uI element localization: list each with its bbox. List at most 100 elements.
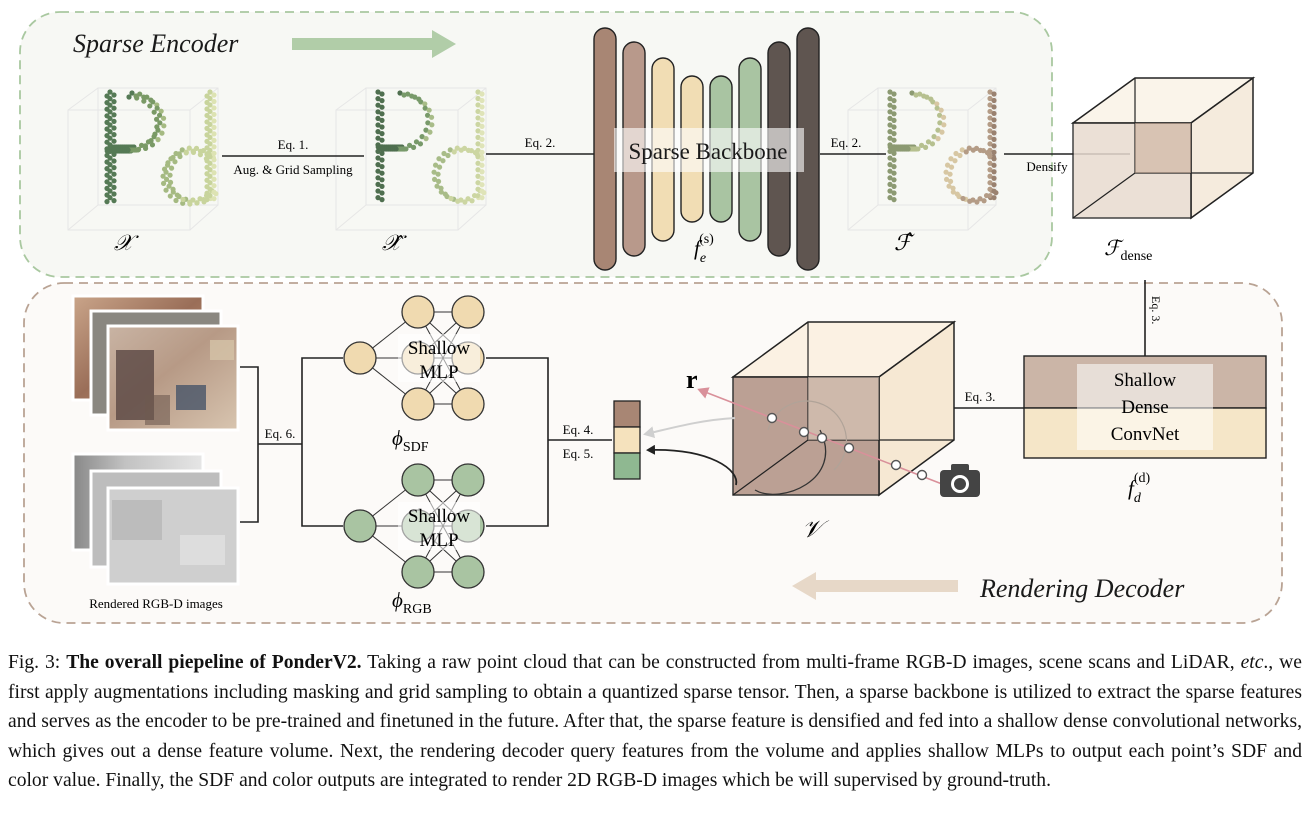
point xyxy=(991,149,997,155)
pipeline-diagram: Sparse Encoder 𝒳 𝒳̂ ℱ̂ Eq. 1. Aug. & Gri… xyxy=(19,11,1283,624)
point-cloud-frames xyxy=(67,87,997,231)
point xyxy=(475,95,481,102)
point xyxy=(211,98,217,105)
point xyxy=(479,162,485,168)
point xyxy=(375,129,381,135)
point xyxy=(991,169,997,175)
point xyxy=(104,199,110,205)
point xyxy=(987,121,993,127)
point xyxy=(475,186,481,192)
point xyxy=(163,187,169,193)
point xyxy=(966,145,972,151)
point xyxy=(161,123,167,129)
point xyxy=(111,191,117,197)
point xyxy=(991,104,997,110)
caption-text-1: Taking a raw point cloud that can be con… xyxy=(367,652,1235,673)
point xyxy=(887,89,893,95)
caption-title: The overall piepeline of PonderV2. xyxy=(66,652,362,673)
point xyxy=(887,129,893,135)
point xyxy=(479,175,485,181)
point xyxy=(479,104,485,110)
point xyxy=(887,168,893,174)
point xyxy=(197,152,203,158)
caption-text-2: ., we first apply augmentations includin… xyxy=(8,652,1302,791)
point xyxy=(161,166,168,172)
point xyxy=(107,144,113,150)
mlp-label-backdrop xyxy=(398,502,480,550)
point xyxy=(991,175,997,181)
point xyxy=(950,185,956,191)
point xyxy=(943,176,950,183)
point xyxy=(111,158,117,164)
mlp-node xyxy=(343,341,377,375)
convnet-label-line1: Shallow xyxy=(1114,370,1177,391)
point xyxy=(207,108,213,115)
point xyxy=(475,128,481,134)
point xyxy=(475,167,481,173)
point xyxy=(211,144,217,150)
point xyxy=(111,132,117,138)
point xyxy=(211,124,217,130)
point xyxy=(954,191,960,197)
point xyxy=(475,102,481,108)
symbol-phi-rgb: ϕRGB xyxy=(392,588,432,617)
point xyxy=(937,120,943,126)
point xyxy=(375,135,381,141)
convnet-label-line3: ConvNet xyxy=(1111,424,1180,445)
point xyxy=(943,169,949,175)
point xyxy=(957,152,963,159)
point xyxy=(451,149,457,155)
point xyxy=(375,175,381,181)
point xyxy=(129,90,135,96)
point xyxy=(406,142,413,148)
point xyxy=(448,195,454,202)
sparse-feature-point-cloud xyxy=(887,89,999,205)
point xyxy=(379,197,385,203)
mlp-label-line1: Shallow xyxy=(408,506,471,527)
point xyxy=(931,134,937,140)
mlp-label-line2: MLP xyxy=(419,362,458,383)
point xyxy=(475,193,481,199)
point xyxy=(107,115,113,121)
point xyxy=(479,91,485,97)
point xyxy=(475,173,481,179)
sdf-query-arrow xyxy=(643,417,736,439)
point xyxy=(379,146,385,152)
point xyxy=(137,91,143,97)
point xyxy=(959,147,965,153)
point xyxy=(183,149,189,155)
point xyxy=(991,123,997,129)
ray-sample-points xyxy=(766,412,928,481)
point xyxy=(991,188,997,194)
point xyxy=(991,136,997,142)
point xyxy=(987,115,993,121)
point xyxy=(479,130,485,136)
point xyxy=(974,199,980,205)
point xyxy=(379,98,385,104)
point xyxy=(948,164,955,170)
point xyxy=(207,160,213,166)
point xyxy=(952,158,958,164)
point xyxy=(991,143,997,149)
point xyxy=(176,151,182,157)
point xyxy=(426,107,432,113)
point xyxy=(207,193,213,199)
point xyxy=(111,147,117,153)
point xyxy=(935,127,941,133)
caption-fig-number: Fig. 3: xyxy=(8,652,61,673)
point xyxy=(475,154,481,160)
point xyxy=(187,199,193,205)
point xyxy=(104,148,110,154)
point xyxy=(479,110,485,117)
point xyxy=(375,155,381,161)
symbol-fd: fd(d) xyxy=(1128,471,1151,506)
point xyxy=(939,129,945,135)
point xyxy=(944,162,951,168)
feature-volume-cube xyxy=(730,320,957,497)
point xyxy=(207,154,213,160)
mlp-input-bracket xyxy=(301,357,343,527)
point xyxy=(197,196,203,202)
point xyxy=(154,105,160,111)
point xyxy=(967,198,973,204)
point xyxy=(379,157,385,163)
